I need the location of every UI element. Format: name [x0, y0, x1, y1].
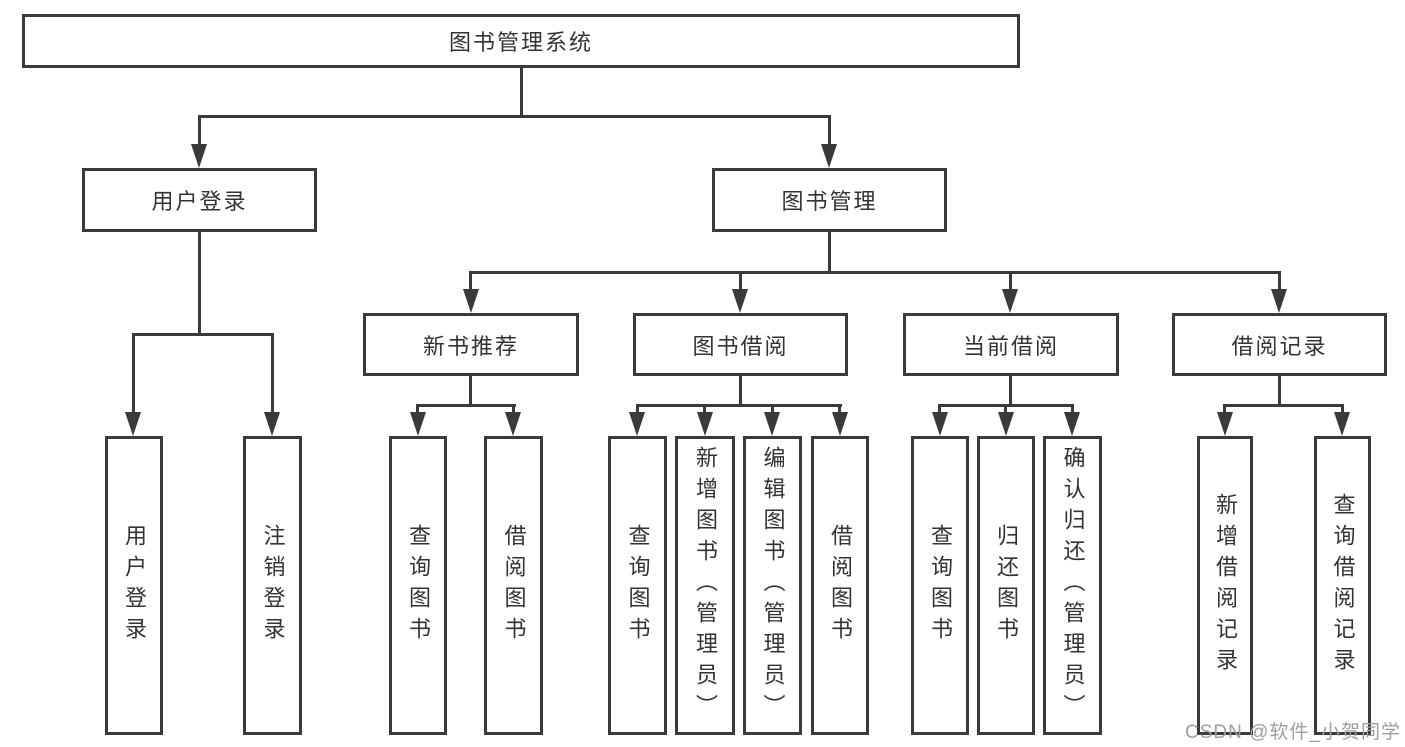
connector-drop-line [469, 271, 472, 293]
arrowhead-down-icon [264, 412, 280, 436]
connector-drop-line [1341, 404, 1344, 418]
arrowhead-down-icon [191, 144, 207, 168]
connector-drop-line [1004, 404, 1007, 418]
node-book-management: 图书管理 [712, 168, 947, 232]
connector-drop-line [1223, 404, 1226, 418]
arrowhead-down-icon [505, 412, 521, 436]
arrowhead-down-icon [1064, 412, 1080, 436]
arrowhead-down-icon [1002, 289, 1018, 313]
arrowhead-down-icon [463, 289, 479, 313]
arrowhead-down-icon [629, 412, 645, 436]
connector-drop-line [739, 271, 742, 293]
arrowhead-down-icon [1217, 412, 1233, 436]
connector-new-book-rail [416, 404, 516, 407]
leaf-return-books: 归还图书 [977, 436, 1035, 735]
node-library-management-system: 图书管理系统 [22, 14, 1020, 68]
arrowhead-down-icon [832, 412, 848, 436]
connector-root-rail [198, 115, 831, 118]
leaf-query-books: 查询图书 [389, 436, 447, 735]
node-new-book-recommendation: 新书推荐 [363, 313, 579, 376]
arrowhead-down-icon [1271, 289, 1287, 313]
leaf-edit-books-admin: 编辑图书（管理员） [743, 436, 802, 735]
connector-drop-line [198, 115, 201, 148]
connector-drop-line [771, 404, 774, 418]
connector-user-login-rail [132, 333, 274, 336]
arrowhead-down-icon [821, 144, 837, 168]
arrowhead-down-icon [410, 412, 426, 436]
connector-book-management-stem [828, 232, 831, 274]
connector-current-borrowing-stem [1009, 376, 1012, 407]
connector-drop-line [1071, 404, 1074, 418]
leaf-add-borrowing-record: 新增借阅记录 [1197, 436, 1253, 735]
connector-drop-line [828, 115, 831, 148]
arrowhead-down-icon [732, 289, 748, 313]
connector-drop-line [938, 404, 941, 418]
arrowhead-down-icon [697, 412, 713, 436]
leaf-query-books: 查询图书 [608, 436, 667, 735]
leaf-confirm-return-admin: 确认归还（管理员） [1043, 436, 1102, 735]
node-book-borrowing: 图书借阅 [633, 313, 848, 376]
leaf-add-books-admin: 新增图书（管理员） [675, 436, 735, 735]
connector-drop-line [271, 333, 274, 418]
leaf-borrow-books: 借阅图书 [484, 436, 543, 735]
arrowhead-down-icon [932, 412, 948, 436]
connector-book-borrowing-stem [739, 376, 742, 407]
connector-drop-line [1278, 271, 1281, 293]
connector-book-borrowing-rail [636, 404, 842, 407]
leaf-logout: 注销登录 [243, 436, 302, 735]
connector-drop-line [132, 333, 135, 418]
connector-drop-line [512, 404, 515, 418]
arrowhead-down-icon [125, 412, 141, 436]
connector-book-management-rail [469, 271, 1281, 274]
leaf-borrow-books: 借阅图书 [811, 436, 869, 735]
connector-root-stem [520, 67, 523, 118]
watermark: CSDN @软件_小贺同学 [1185, 722, 1401, 743]
connector-new-book-stem [469, 376, 472, 407]
node-borrowing-records: 借阅记录 [1172, 313, 1387, 376]
connector-borrowing-records-stem [1278, 376, 1281, 407]
connector-drop-line [838, 404, 841, 418]
connector-drop-line [416, 404, 419, 418]
leaf-query-books: 查询图书 [911, 436, 969, 735]
leaf-query-borrowing-record: 查询借阅记录 [1314, 436, 1371, 735]
connector-drop-line [703, 404, 706, 418]
connector-drop-line [1009, 271, 1012, 293]
arrowhead-down-icon [764, 412, 780, 436]
connector-borrowing-records-rail [1223, 404, 1344, 407]
node-user-login: 用户登录 [82, 168, 317, 232]
connector-user-login-stem [198, 232, 201, 335]
arrowhead-down-icon [1334, 412, 1350, 436]
leaf-user-login: 用户登录 [105, 436, 163, 735]
connector-drop-line [636, 404, 639, 418]
node-current-borrowing: 当前借阅 [903, 313, 1119, 376]
arrowhead-down-icon [998, 412, 1014, 436]
